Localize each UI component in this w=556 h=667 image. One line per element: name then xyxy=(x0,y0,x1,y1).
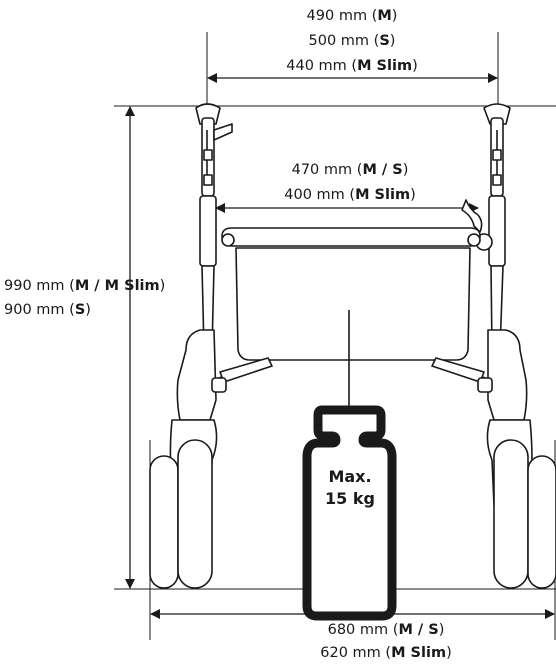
right-handle xyxy=(483,103,511,197)
left-leg xyxy=(176,329,217,421)
base-width-label-2: 620 mm (M Slim) xyxy=(320,645,452,661)
top-width-label-3: 440 mm (M Slim) xyxy=(286,58,418,74)
left-rear-wheel xyxy=(149,455,179,589)
left-front-wheel xyxy=(177,439,213,589)
weight-icon xyxy=(302,405,397,621)
top-width-label-1: 490 mm (M) xyxy=(306,8,398,24)
inner-width-label-2: 400 mm (M Slim) xyxy=(284,187,416,203)
height-label-1: 990 mm (M / M Slim) xyxy=(4,278,166,294)
height-label-2: 900 mm (S) xyxy=(4,302,91,318)
left-handle xyxy=(195,103,233,197)
right-leg xyxy=(487,329,528,421)
brake-lever-icon xyxy=(461,199,483,233)
seat-frame xyxy=(221,227,481,247)
right-upright xyxy=(488,195,506,267)
max-load-label: Max. 15 kg xyxy=(325,467,375,508)
left-upright xyxy=(199,195,217,267)
right-front-wheel xyxy=(493,439,529,589)
rollator-illustration xyxy=(149,103,556,589)
top-width-label-2: 500 mm (S) xyxy=(308,33,396,49)
basket xyxy=(235,247,471,361)
inner-width-label-1: 470 mm (M / S) xyxy=(291,162,409,178)
base-width-label-1: 680 mm (M / S) xyxy=(327,622,445,638)
right-rear-wheel xyxy=(527,455,556,589)
